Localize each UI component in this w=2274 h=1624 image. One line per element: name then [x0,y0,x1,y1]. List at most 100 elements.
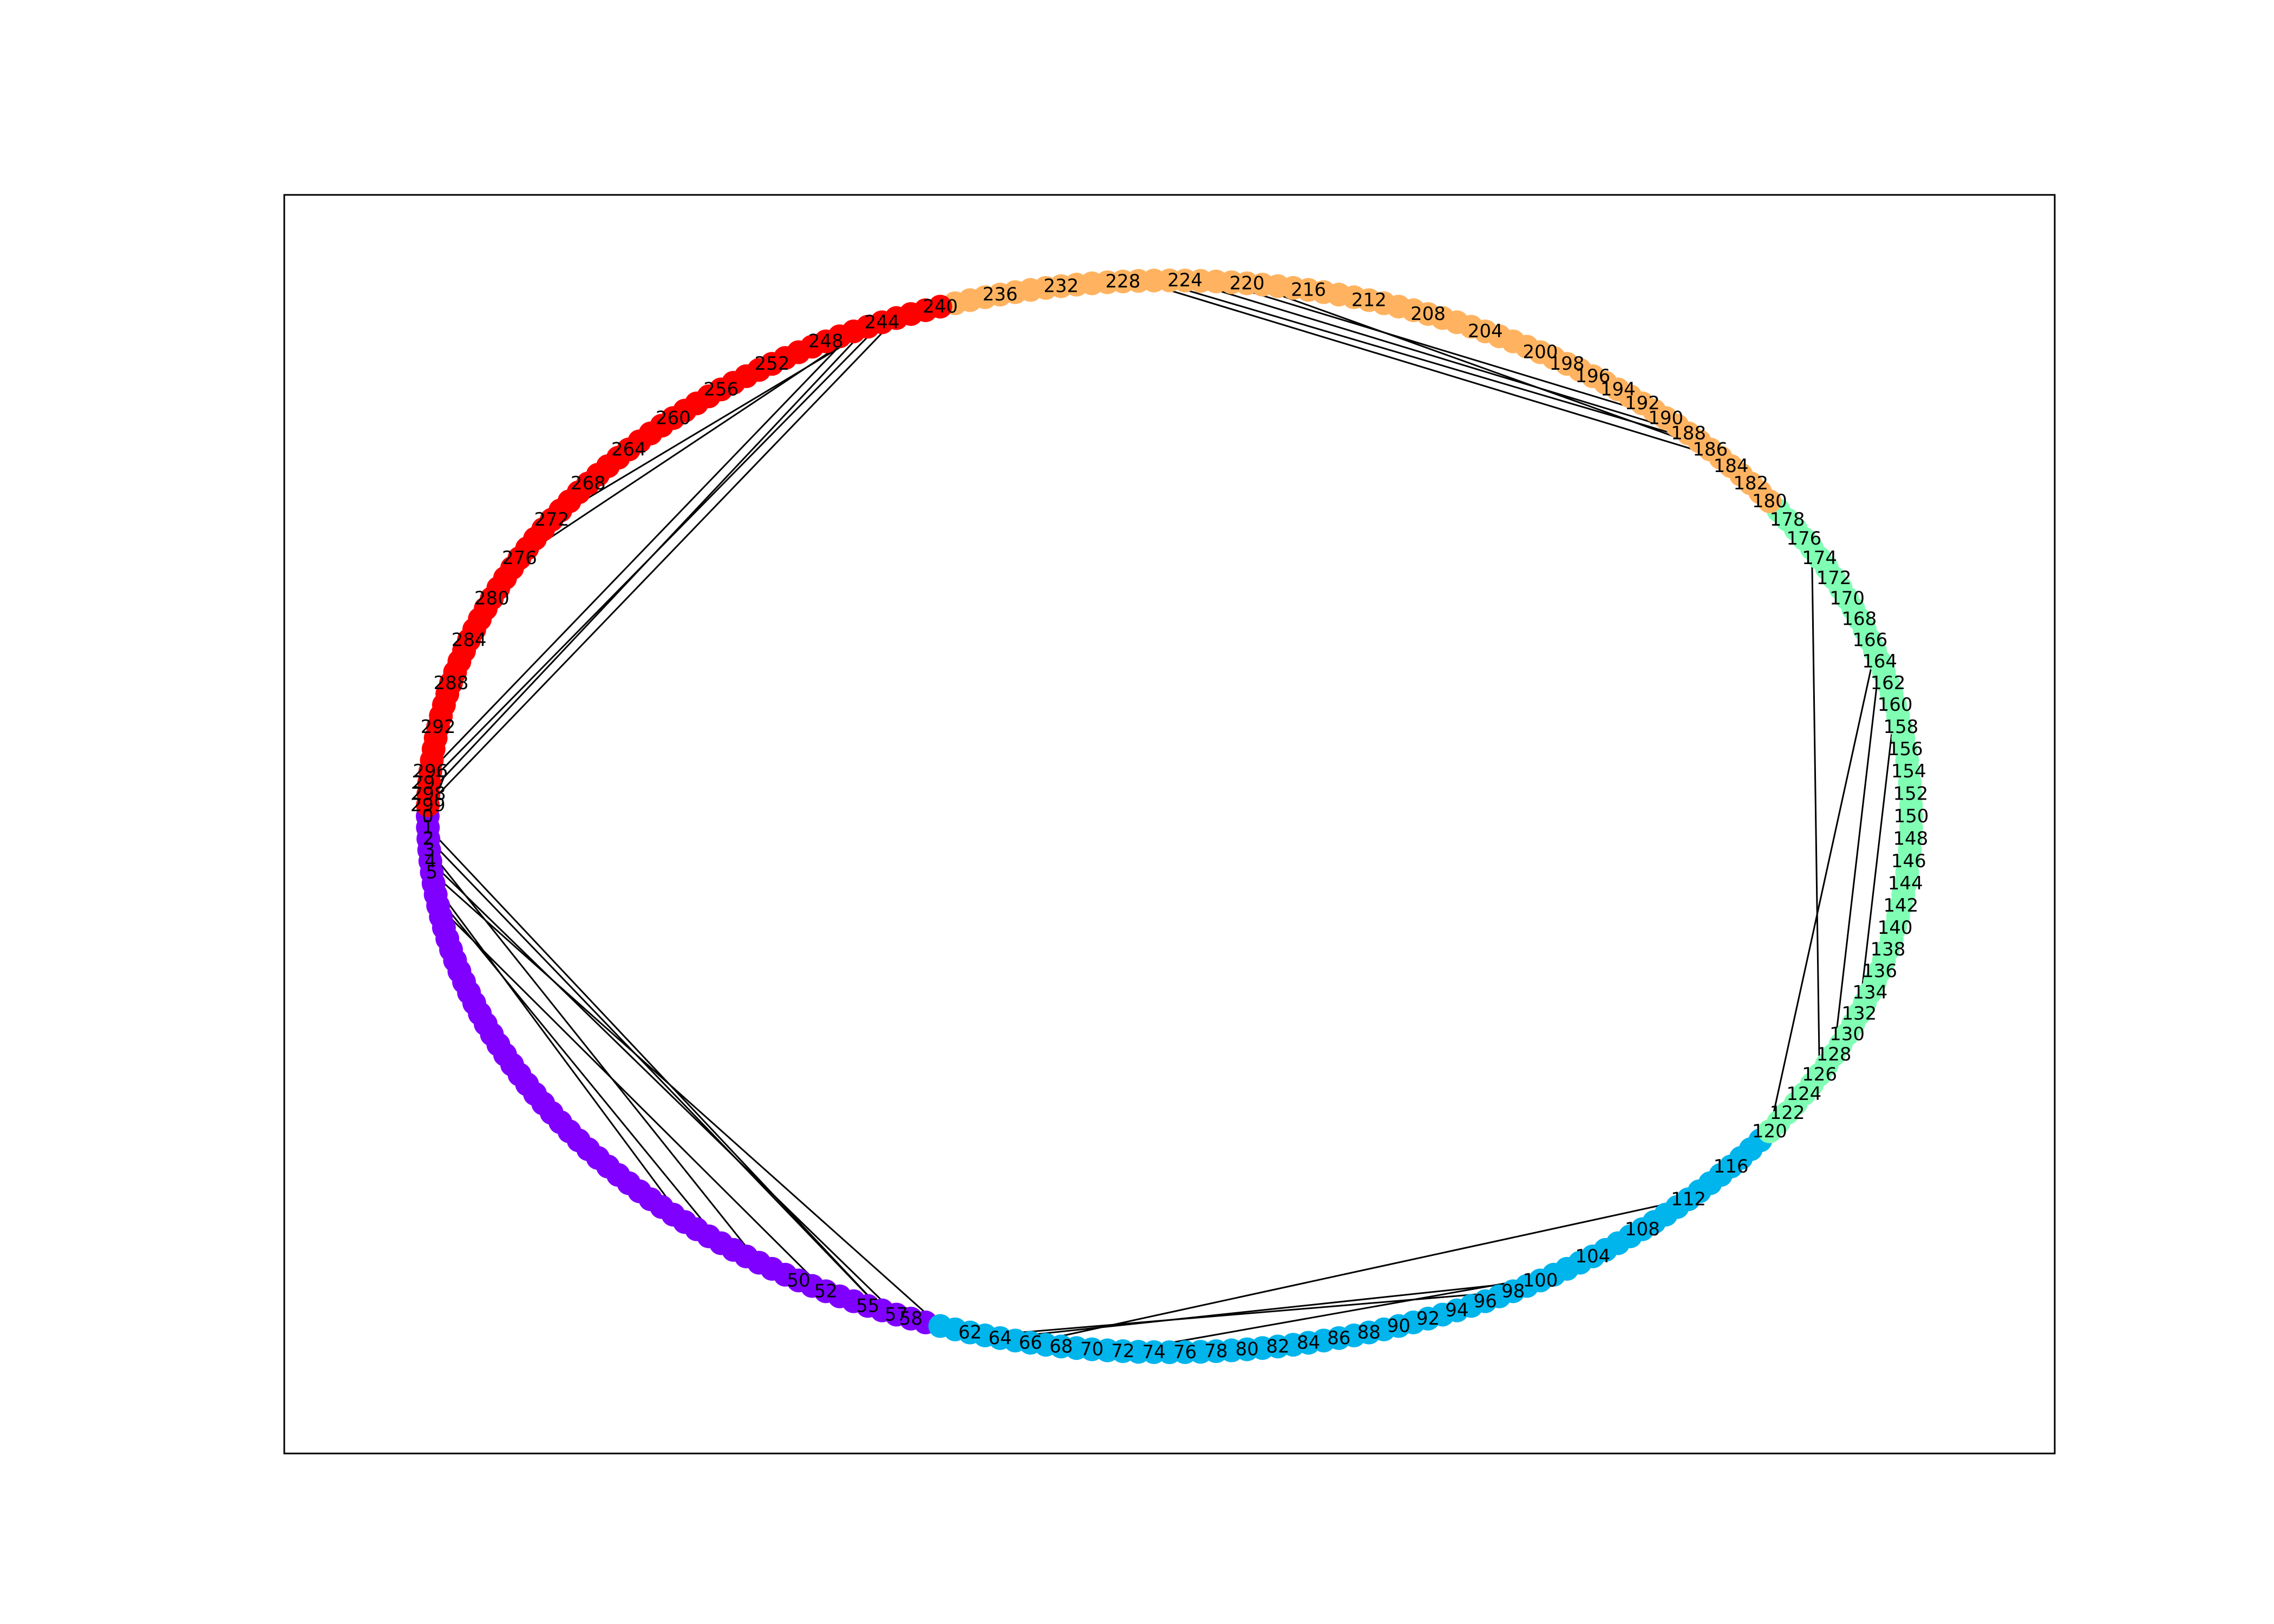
node-label-186: 186 [1693,438,1728,460]
node-label-150: 150 [1894,806,1929,827]
edge-187-226 [1153,279,1700,442]
node-label-140: 140 [1878,917,1913,939]
node-label-86: 86 [1327,1327,1350,1349]
node-label-112: 112 [1671,1188,1706,1210]
node-label-98: 98 [1501,1280,1525,1302]
node-label-184: 184 [1714,455,1749,477]
node-label-292: 292 [421,716,456,738]
node-label-100: 100 [1523,1269,1558,1291]
node-label-142: 142 [1883,895,1918,916]
node-label-248: 248 [808,331,844,352]
node-label-166: 166 [1852,629,1887,651]
node-label-132: 132 [1841,1003,1877,1024]
node-label-96: 96 [1474,1291,1497,1312]
edge-299-243 [427,317,897,806]
edge-185-227 [1138,280,1721,459]
node-label-196: 196 [1575,365,1610,387]
node-label-164: 164 [1862,651,1897,672]
node-label-280: 280 [474,587,509,609]
node-label-236: 236 [983,284,1018,305]
node-label-162: 162 [1871,672,1906,694]
node-label-299: 299 [410,794,446,816]
node-label-57: 57 [885,1304,908,1325]
node-label-208: 208 [1410,303,1446,325]
node-label-297: 297 [411,772,447,794]
edge-6-41 [433,883,686,1223]
node-label-134: 134 [1852,982,1887,1004]
node-label-130: 130 [1829,1024,1865,1045]
node-label-224: 224 [1167,270,1203,291]
node-label-136: 136 [1862,960,1897,982]
node-label-82: 82 [1266,1335,1290,1357]
node-label-148: 148 [1893,828,1928,849]
node-label-84: 84 [1297,1332,1320,1353]
node-label-76: 76 [1173,1341,1197,1363]
node-label-80: 80 [1236,1339,1259,1360]
node-label-268: 268 [571,473,606,494]
node-label-124: 124 [1786,1083,1821,1105]
plot-frame [283,194,2056,1455]
node-299 [416,793,440,817]
node-label-264: 264 [611,438,646,460]
edge-1-56 [427,827,883,1311]
node-label-68: 68 [1049,1335,1073,1357]
node-label-154: 154 [1891,761,1926,782]
node-label-244: 244 [865,311,900,333]
edge-5-60 [431,872,941,1327]
node-label-5: 5 [426,861,438,883]
node-label-70: 70 [1080,1339,1103,1360]
edge-298-245 [428,326,868,795]
node-label-58: 58 [899,1308,923,1330]
node-label-2: 2 [422,828,434,849]
node-label-72: 72 [1111,1340,1134,1362]
node-label-90: 90 [1387,1315,1410,1337]
edge-layer [427,279,1896,1352]
node-label-78: 78 [1204,1340,1227,1362]
node-label-220: 220 [1230,272,1265,294]
node-label-272: 272 [534,509,569,531]
node-label-3: 3 [423,839,435,861]
edge-72-101 [1122,1274,1554,1352]
node-label-128: 128 [1816,1044,1852,1065]
edge-272-244 [551,322,883,521]
node-label-174: 174 [1802,547,1837,569]
node-label-260: 260 [656,407,691,429]
node-label-0: 0 [422,806,434,827]
node-label-116: 116 [1714,1156,1749,1177]
edge-126-175 [1811,548,1821,1075]
node-label-180: 180 [1752,490,1787,512]
node-label-1: 1 [422,817,434,839]
node-label-52: 52 [814,1280,838,1302]
node-label-288: 288 [434,672,469,694]
node-label-152: 152 [1893,783,1928,805]
node-label-228: 228 [1106,271,1141,292]
node-label-256: 256 [703,378,739,400]
node-label-62: 62 [958,1322,982,1344]
node-label-168: 168 [1841,608,1877,630]
node-label-252: 252 [754,353,789,375]
node-label-74: 74 [1142,1341,1166,1363]
node-label-64: 64 [989,1327,1012,1349]
node-label-178: 178 [1770,509,1805,531]
node-label-122: 122 [1770,1102,1805,1124]
node-label-190: 190 [1648,407,1683,429]
edge-186-220 [1246,283,1711,450]
node-label-172: 172 [1816,567,1852,589]
edge-190-222 [1216,280,1667,419]
node-label-92: 92 [1416,1308,1440,1330]
edge-66-112 [1030,1198,1689,1344]
node-label-50: 50 [787,1269,810,1291]
edge-4-57 [429,860,897,1315]
node-label-204: 204 [1468,320,1503,342]
node-label-188: 188 [1671,423,1706,444]
edge-120-165 [1768,650,1876,1132]
node-label-170: 170 [1829,587,1865,609]
node-label-182: 182 [1733,473,1768,494]
node-label-108: 108 [1625,1219,1660,1240]
edge-7-44 [435,894,722,1244]
node-label-94: 94 [1445,1300,1468,1321]
node-label-146: 146 [1891,850,1926,872]
node-label-144: 144 [1888,873,1923,894]
